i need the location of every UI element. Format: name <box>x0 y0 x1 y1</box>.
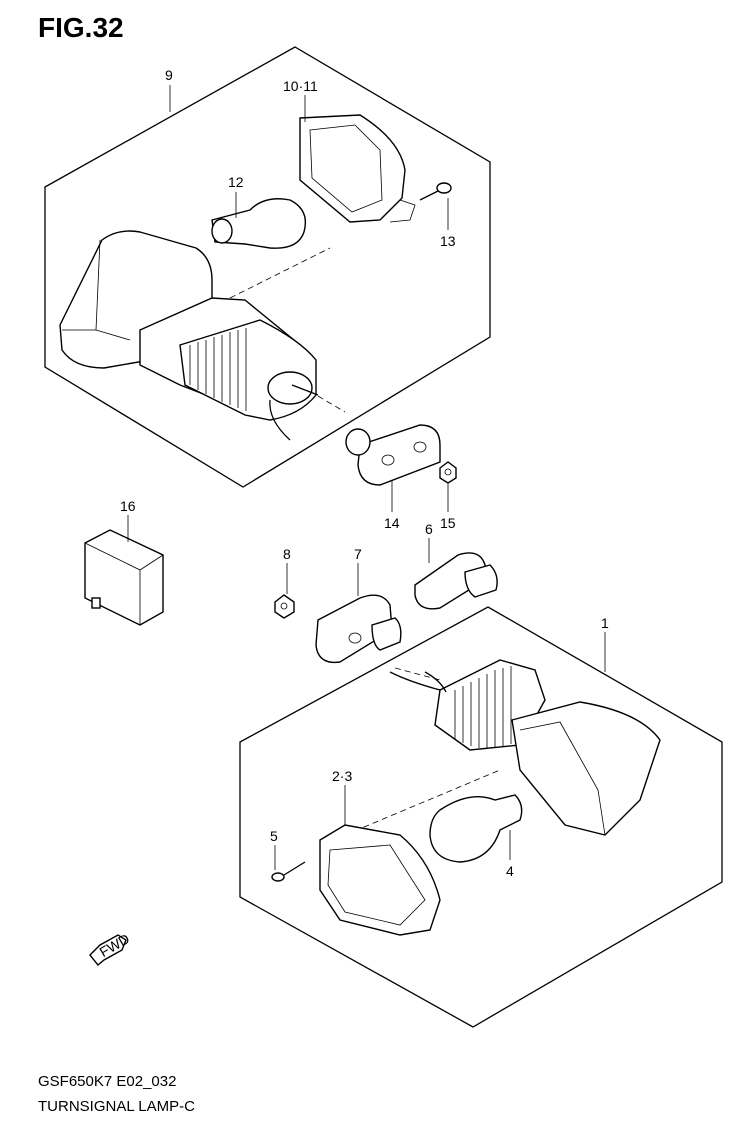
bulb-12 <box>211 198 307 249</box>
screw-13 <box>419 182 452 201</box>
lower-lens <box>319 824 441 936</box>
bulb-4 <box>429 794 523 863</box>
callout-9: 9 <box>165 67 173 83</box>
upper-lamp-housing <box>59 230 319 441</box>
fwd-badge-text: FWD <box>97 930 133 960</box>
callout-15: 15 <box>440 515 456 531</box>
upper-lens <box>299 114 416 223</box>
diagram-caption: TURNSIGNAL LAMP-C <box>38 1098 195 1115</box>
nut-15 <box>439 461 457 484</box>
nut-8 <box>274 594 295 619</box>
callout-8: 8 <box>283 546 291 562</box>
fwd-arrow-icon: FWD <box>89 930 133 966</box>
callout-7: 7 <box>354 546 362 562</box>
model-code: GSF650K7 E02_032 <box>38 1073 177 1090</box>
callout-12: 12 <box>228 174 244 190</box>
leader-lines <box>127 85 606 870</box>
relay-16 <box>84 529 164 626</box>
callout-10-11: 10·11 <box>283 78 318 94</box>
callout-13: 13 <box>440 233 456 249</box>
gasket-7 <box>315 594 402 664</box>
callout-6: 6 <box>425 521 433 537</box>
gasket-14 <box>345 424 441 486</box>
callout-14: 14 <box>384 515 400 531</box>
screw-5 <box>271 861 306 882</box>
lower-lamp-housing <box>389 659 661 836</box>
callout-16: 16 <box>120 498 136 514</box>
callout-2-3: 2·3 <box>332 768 352 784</box>
figure-title: FIG.32 <box>38 12 124 43</box>
callout-1: 1 <box>601 615 609 631</box>
gasket-6 <box>414 552 498 610</box>
lower-group-outline <box>239 606 723 1028</box>
upper-group-outline <box>44 46 491 488</box>
callout-4: 4 <box>506 863 514 879</box>
callout-5: 5 <box>270 828 278 844</box>
